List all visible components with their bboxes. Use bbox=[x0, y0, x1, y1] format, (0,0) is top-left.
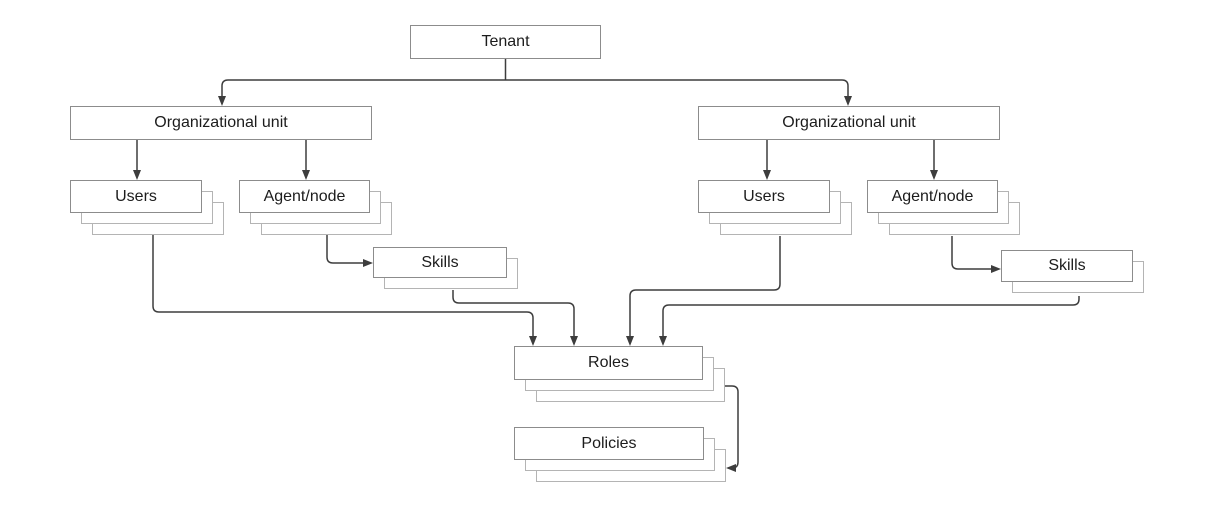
edge-skillsright-roles bbox=[662, 296, 1080, 338]
agent-node-left-stack: Agent/node bbox=[239, 180, 392, 235]
edge-tenant-branch bbox=[221, 59, 849, 98]
edge-agentright-skills bbox=[951, 236, 992, 270]
arrowhead bbox=[726, 464, 736, 472]
skills-right-label: Skills bbox=[1048, 257, 1086, 274]
policies-label: Policies bbox=[581, 434, 637, 452]
arrowhead bbox=[844, 96, 852, 106]
agent-node-left-label: Agent/node bbox=[263, 187, 346, 205]
arrowhead bbox=[529, 336, 537, 346]
arrowhead bbox=[659, 336, 667, 346]
users-left-stack: Users bbox=[70, 180, 224, 235]
agent-node-left-node: Agent/node bbox=[239, 180, 370, 213]
arrowhead bbox=[302, 170, 310, 180]
arrowhead bbox=[763, 170, 771, 180]
skills-right-node: Skills bbox=[1001, 250, 1133, 282]
arrowhead bbox=[626, 336, 634, 346]
arrowhead bbox=[218, 96, 226, 106]
skills-left-label: Skills bbox=[421, 253, 459, 271]
agent-node-right-stack: Agent/node bbox=[867, 180, 1020, 235]
org-unit-right-node: Organizational unit bbox=[698, 106, 1000, 140]
policies-stack: Policies bbox=[514, 427, 726, 482]
org-unit-right-label: Organizational unit bbox=[782, 114, 916, 131]
tenant-label: Tenant bbox=[481, 33, 530, 50]
edge-usersright-roles bbox=[629, 236, 781, 338]
edge-roles-policies bbox=[725, 385, 739, 469]
users-left-node: Users bbox=[70, 180, 202, 213]
users-right-label: Users bbox=[743, 187, 785, 205]
arrowhead bbox=[930, 170, 938, 180]
arrowhead bbox=[133, 170, 141, 180]
policies-node: Policies bbox=[514, 427, 704, 460]
agent-node-right-node: Agent/node bbox=[867, 180, 998, 213]
tenant-node: Tenant bbox=[410, 25, 601, 59]
skills-left-node: Skills bbox=[373, 247, 507, 278]
skills-right-stack: Skills bbox=[1001, 250, 1144, 293]
users-right-stack: Users bbox=[698, 180, 852, 235]
skills-left-stack: Skills bbox=[373, 247, 518, 289]
roles-node: Roles bbox=[514, 346, 703, 380]
edge-agentleft-skills bbox=[326, 235, 364, 264]
edge-skillsleft-roles bbox=[452, 290, 575, 338]
users-left-label: Users bbox=[115, 187, 157, 205]
org-unit-left-node: Organizational unit bbox=[70, 106, 372, 140]
roles-label: Roles bbox=[588, 354, 629, 371]
arrowhead bbox=[570, 336, 578, 346]
org-unit-left-label: Organizational unit bbox=[154, 114, 288, 131]
arrowhead bbox=[991, 265, 1001, 273]
edge-usersleft-roles bbox=[152, 235, 534, 338]
arrowheads bbox=[133, 96, 1001, 472]
users-right-node: Users bbox=[698, 180, 830, 213]
arrowhead bbox=[363, 259, 373, 267]
agent-node-right-label: Agent/node bbox=[891, 187, 974, 205]
roles-stack: Roles bbox=[514, 346, 725, 402]
